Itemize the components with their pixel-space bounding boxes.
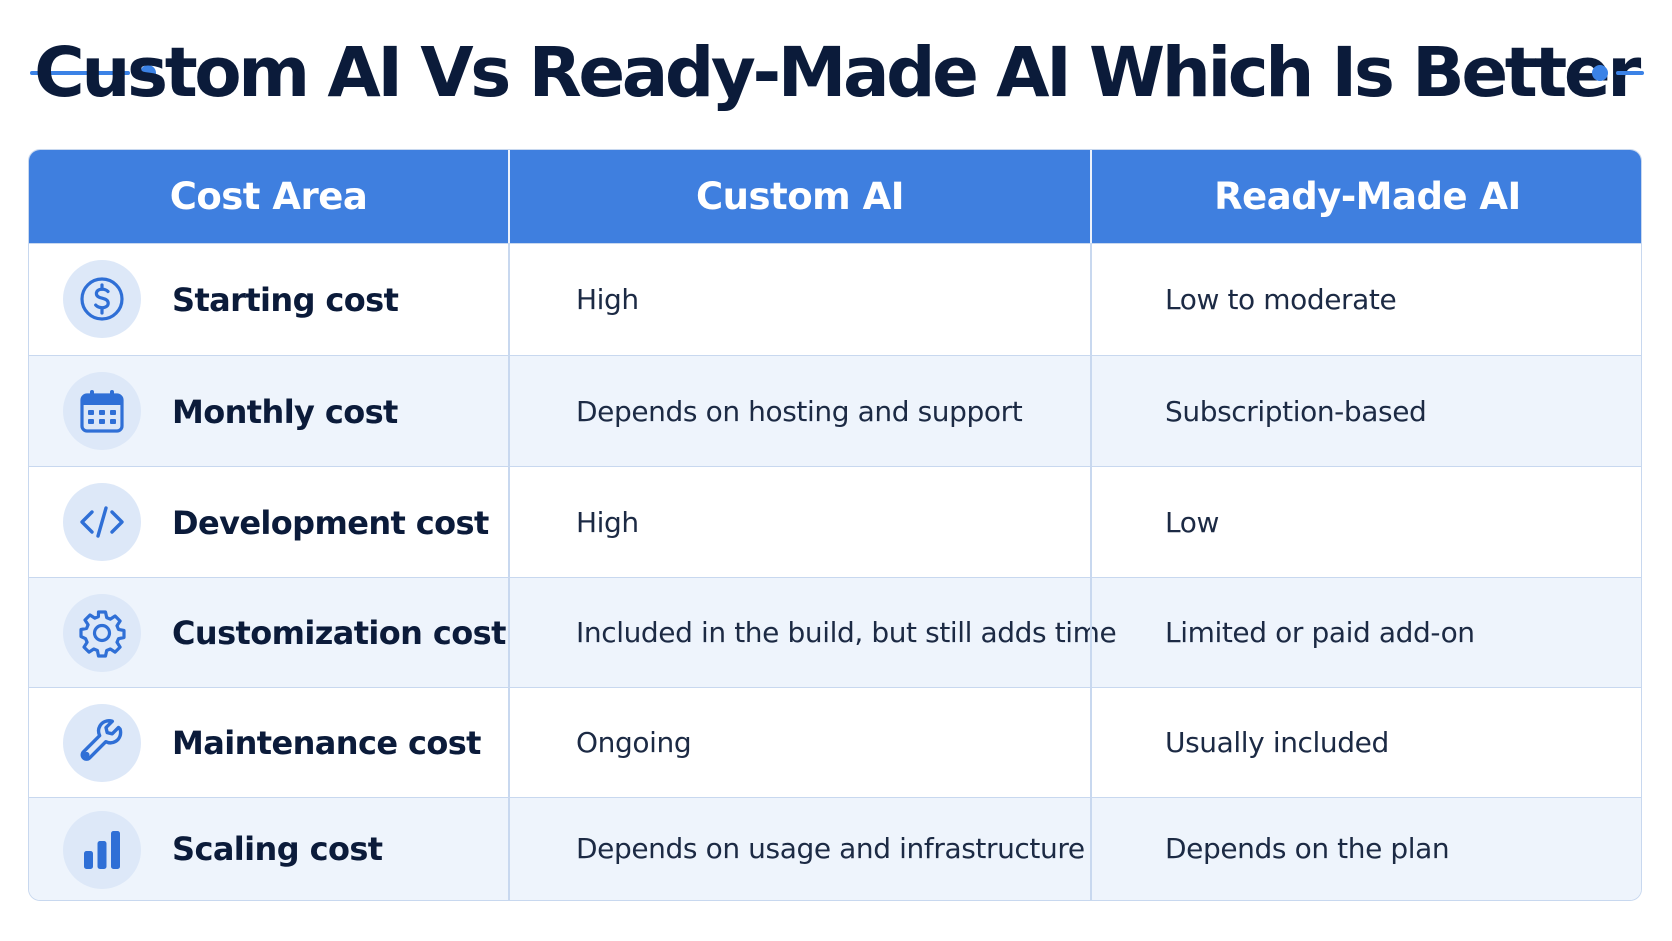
table-row: Starting cost High Low to moderate	[29, 243, 1641, 355]
page-title: Custom AI Vs Ready-Made AI Which Is Bett…	[34, 33, 1641, 113]
title-right-line	[1616, 71, 1644, 75]
custom-value: Included in the build, but still adds ti…	[576, 616, 1117, 649]
header-custom-ai: Custom AI	[696, 175, 904, 218]
column-divider	[508, 243, 510, 900]
custom-value: Depends on usage and infrastructure	[576, 832, 1085, 865]
header-cost-area: Cost Area	[169, 175, 368, 218]
ready-value: Usually included	[1165, 726, 1389, 759]
dollar-circle-icon	[63, 260, 141, 338]
code-icon	[63, 483, 141, 561]
ready-value: Low	[1165, 506, 1219, 539]
ready-value: Subscription-based	[1165, 395, 1427, 428]
header-ready-made-ai: Ready-Made AI	[1214, 175, 1521, 218]
header-divider	[508, 150, 510, 243]
table-row: Development cost High Low	[29, 466, 1641, 577]
table-row: Scaling cost Depends on usage and infras…	[29, 797, 1641, 900]
row-label: Starting cost	[172, 281, 399, 319]
column-divider	[1090, 243, 1092, 900]
custom-value: Ongoing	[576, 726, 692, 759]
title-bar: Custom AI Vs Ready-Made AI Which Is Bett…	[0, 28, 1672, 118]
ready-value: Limited or paid add-on	[1165, 616, 1475, 649]
custom-value: High	[576, 283, 639, 316]
title-right-dot	[1592, 65, 1608, 81]
title-left-dot	[140, 65, 156, 81]
title-left-line	[30, 71, 130, 75]
table-row: Monthly cost Depends on hosting and supp…	[29, 355, 1641, 466]
table-header: Cost Area Custom AI Ready-Made AI	[29, 150, 1641, 243]
row-label: Development cost	[172, 504, 489, 542]
row-label: Monthly cost	[172, 393, 398, 431]
custom-value: Depends on hosting and support	[576, 395, 1023, 428]
header-divider	[1090, 150, 1092, 243]
calendar-icon	[63, 372, 141, 450]
wrench-icon	[63, 704, 141, 782]
table-row: Customization cost Included in the build…	[29, 577, 1641, 687]
gear-icon	[63, 594, 141, 672]
custom-value: High	[576, 506, 639, 539]
comparison-table: Cost Area Custom AI Ready-Made AI Starti…	[28, 149, 1642, 901]
table-row: Maintenance cost Ongoing Usually include…	[29, 687, 1641, 797]
row-label: Scaling cost	[172, 830, 383, 868]
ready-value: Depends on the plan	[1165, 832, 1450, 865]
row-label: Maintenance cost	[172, 724, 481, 762]
ready-value: Low to moderate	[1165, 283, 1397, 316]
bar-chart-icon	[63, 811, 141, 889]
row-label: Customization cost	[172, 614, 506, 652]
